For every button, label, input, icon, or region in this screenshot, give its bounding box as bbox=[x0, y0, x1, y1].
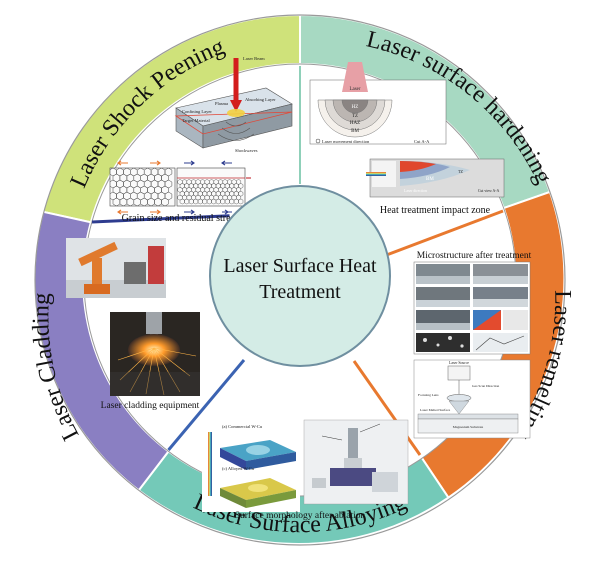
lsp-label-plasma: Plasma bbox=[215, 101, 228, 106]
micrograph-grid bbox=[416, 264, 528, 352]
divider-shock-peening bbox=[91, 214, 230, 224]
lsp-label-shockwaves: Shockwaves bbox=[235, 148, 258, 153]
center-title-line2: Treatment bbox=[259, 281, 341, 303]
lsh-label-movement: Laser movement direction bbox=[322, 139, 370, 144]
rm-label-melted: Laser Melted Surface bbox=[420, 408, 451, 412]
figure-laser-cladding: Laser cladding equipment bbox=[66, 238, 200, 411]
lsp-label-confining-layer: Confining Layer bbox=[182, 109, 212, 114]
divider-remelting bbox=[385, 209, 504, 257]
lsh-sim-cut: Cut view A-A bbox=[478, 189, 500, 193]
divider-alloying bbox=[167, 359, 246, 451]
lsh-label-bm: BM bbox=[351, 129, 359, 134]
caption-heat-treatment: Heat treatment impact zone bbox=[380, 205, 491, 216]
figure-laser-remelting: Microstructure after treatment Laser Sou bbox=[413, 250, 532, 439]
rm-label-source: Laser Source bbox=[449, 361, 469, 365]
rm-label-gas: Gas Scan Direction bbox=[472, 384, 499, 388]
lsh-label-hz: HZ bbox=[352, 105, 359, 110]
lsp-label-absorbing-layer: Absorbing Layer bbox=[245, 97, 276, 102]
lsh-sim-tz: TZ bbox=[458, 169, 463, 174]
lsh-label-tz: TZ bbox=[352, 114, 358, 119]
center-hub: Laser Surface Heat Treatment bbox=[209, 185, 391, 367]
rm-label-lens: Focusing Lens bbox=[418, 393, 439, 397]
figure-laser-surface-alloying: (a) Commercial W-Cu (c) Alloyed W-Cu Sur… bbox=[202, 419, 409, 521]
rm-label-substrate: Magnesium Substrate bbox=[453, 425, 484, 429]
caption-surface-morphology: Surface morphology after ablation bbox=[235, 510, 366, 521]
figure-laser-shock-peening: Laser Beam Plasma Absorbing Layer Confin… bbox=[109, 56, 293, 224]
alloy-label-commercial: (a) Commercial W-Cu bbox=[222, 424, 263, 429]
outer-ring-border bbox=[34, 14, 566, 546]
figure-laser-surface-hardening: Laser HZ TZ HAZ BM Laser movement direct… bbox=[309, 62, 505, 216]
lsp-label-target-material: Target Material bbox=[182, 118, 210, 123]
lsh-label-cut: Cut A-A bbox=[414, 139, 430, 144]
caption-grain-size: Grain size and residual stress bbox=[122, 213, 239, 224]
lsp-label-laser-beam: Laser Beam bbox=[243, 56, 265, 61]
center-title-line1: Laser Surface Heat bbox=[223, 255, 377, 277]
lsh-label-laser: Laser bbox=[349, 87, 360, 92]
lsh-label-haz: HAZ bbox=[350, 121, 360, 126]
alloy-label-alloyed: (c) Alloyed W-Cu bbox=[222, 466, 255, 471]
lsh-sim-bm: BM bbox=[426, 177, 434, 182]
caption-microstructure: Microstructure after treatment bbox=[417, 250, 532, 261]
center-circle bbox=[209, 185, 391, 367]
caption-cladding-equipment: Laser cladding equipment bbox=[101, 401, 200, 411]
grain-grid-after bbox=[176, 167, 246, 207]
divider-remelting-lower bbox=[352, 360, 422, 456]
divider-lines bbox=[91, 66, 504, 456]
lsh-sim-direction: Laser direction bbox=[404, 189, 427, 193]
